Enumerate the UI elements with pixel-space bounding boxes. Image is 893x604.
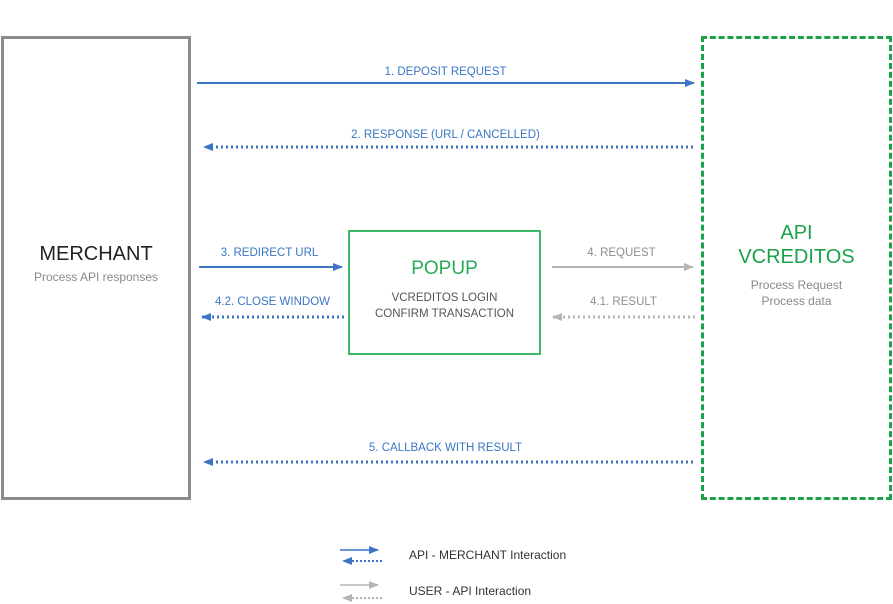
legend-user-api: USER - API Interaction [409, 584, 532, 598]
merchant-box: MERCHANT Process API responses [1, 36, 191, 500]
label-callback: 5. CALLBACK WITH RESULT [368, 442, 523, 454]
popup-box: POPUP VCREDITOS LOGIN CONFIRM TRANSACTIO… [348, 230, 541, 355]
merchant-title: MERCHANT [39, 243, 153, 265]
api-description-line: Process Request [750, 278, 843, 292]
label-response: 2. RESPONSE (URL / CANCELLED) [351, 129, 540, 141]
api-description-line: Process data [761, 294, 832, 308]
api-title-line1: API [780, 222, 813, 244]
label-redirect-url: 3. REDIRECT URL [220, 247, 319, 259]
merchant-subtitle: Process API responses [33, 270, 159, 284]
label-request: 4. REQUEST [587, 247, 656, 259]
popup-line: VCREDITOS LOGIN [391, 292, 498, 304]
popup-title: POPUP [411, 258, 478, 279]
api-title-line2: VCREDITOS [738, 246, 855, 268]
label-result: 4.1. RESULT [590, 296, 657, 308]
api-box: API VCREDITOS Process Request Process da… [701, 36, 892, 500]
label-close-window: 4.2. CLOSE WINDOW [214, 296, 331, 308]
label-deposit-request: 1. DEPOSIT REQUEST [384, 66, 507, 78]
popup-line: CONFIRM TRANSACTION [374, 308, 515, 320]
legend-api-merchant: API - MERCHANT Interaction [409, 548, 567, 562]
